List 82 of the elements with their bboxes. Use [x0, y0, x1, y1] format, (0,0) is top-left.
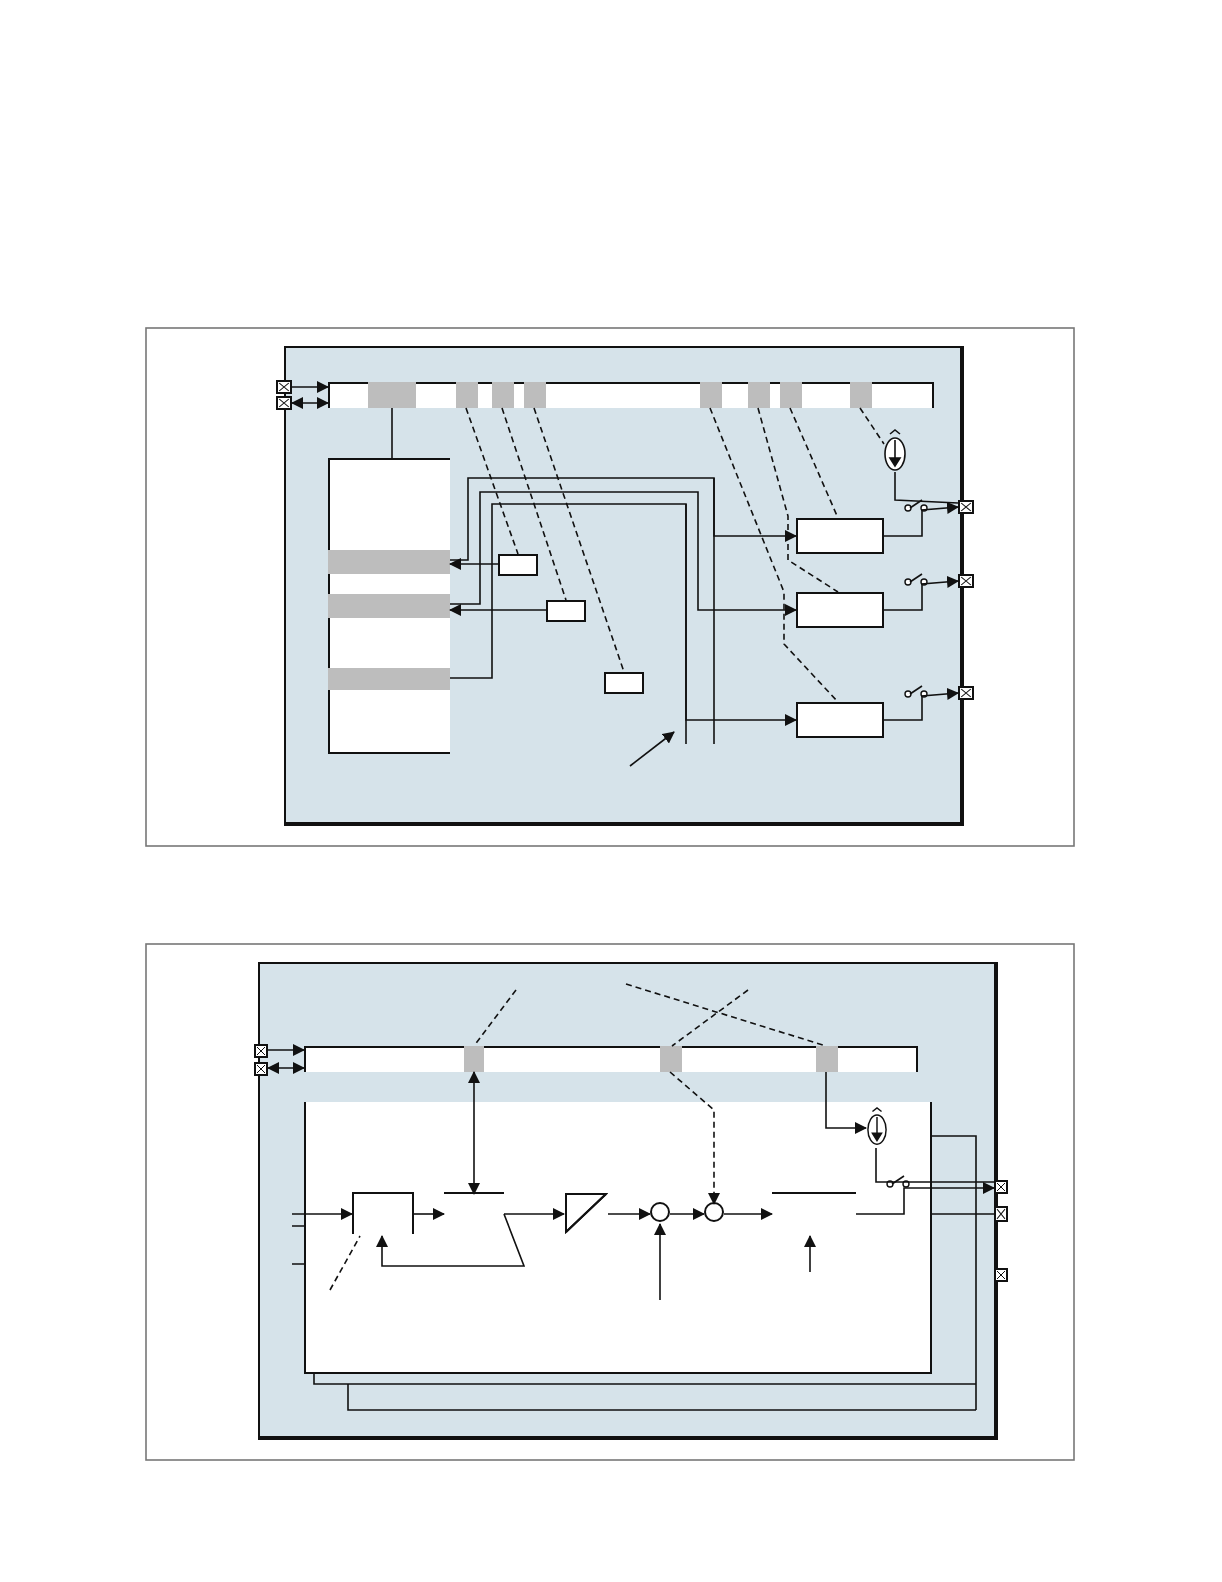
pin-terminal	[994, 1206, 1008, 1222]
register-bar	[328, 382, 934, 408]
arrow	[413, 1208, 445, 1220]
summing-junction	[704, 1202, 724, 1222]
double-arrow	[267, 1062, 305, 1074]
pin-terminal	[958, 500, 974, 514]
arrow	[669, 1071, 720, 1205]
buffer-symbol	[866, 1106, 888, 1146]
dashed-line	[465, 407, 519, 555]
buffer-symbol	[884, 428, 906, 472]
block-diagram-panel	[258, 962, 998, 1440]
connector-line	[391, 407, 393, 459]
arrow	[449, 491, 797, 616]
summing-junction	[650, 1202, 670, 1222]
dashed-line	[501, 407, 567, 601]
pin-terminal	[254, 1062, 268, 1076]
counter-block	[352, 1192, 414, 1234]
arrow	[449, 477, 797, 561]
arrow	[291, 1208, 353, 1220]
ramp-block	[564, 1192, 608, 1234]
register-field	[780, 382, 802, 408]
pin-terminal	[254, 1044, 268, 1058]
function-block	[796, 702, 884, 738]
dashed-line	[757, 407, 839, 593]
leader-line	[625, 983, 827, 1047]
arrow	[883, 687, 959, 721]
arrow	[449, 558, 499, 570]
register-bar	[304, 1046, 918, 1072]
register-field	[368, 382, 416, 408]
register-field	[748, 382, 770, 408]
dashed-line	[859, 407, 885, 445]
channel-block	[304, 1102, 932, 1374]
arrow	[723, 1208, 773, 1220]
register-field	[524, 382, 546, 408]
register-field	[700, 382, 722, 408]
register-field	[456, 382, 478, 408]
arrow	[376, 1213, 526, 1267]
memory-row	[328, 550, 450, 574]
memory-row	[328, 668, 450, 690]
function-block	[604, 672, 644, 694]
arrow	[291, 381, 329, 393]
block-diagram-panel	[284, 346, 964, 826]
connector-line	[931, 1213, 995, 1215]
pin-terminal	[958, 574, 974, 588]
leader-line	[329, 1235, 361, 1291]
arrow	[804, 1235, 816, 1273]
arrow	[267, 1044, 305, 1056]
arrow	[883, 575, 959, 611]
pin-terminal	[994, 1180, 1008, 1194]
arrow	[669, 1208, 705, 1220]
pin-terminal	[994, 1268, 1008, 1282]
register-field	[816, 1046, 838, 1072]
leader-line	[671, 989, 749, 1047]
arrow	[654, 1223, 666, 1301]
double-arrow	[468, 1071, 480, 1195]
register-field	[850, 382, 872, 408]
arrow	[449, 604, 547, 616]
register-field	[660, 1046, 682, 1072]
pin-terminal	[276, 396, 292, 410]
pin-terminal	[276, 380, 292, 394]
register-field	[464, 1046, 484, 1072]
connector-line	[875, 1147, 995, 1183]
dashed-line	[533, 407, 625, 673]
memory-row	[328, 594, 450, 618]
pin-terminal	[958, 686, 974, 700]
function-block	[546, 600, 586, 622]
connector-line	[894, 471, 959, 504]
arrow	[825, 1071, 867, 1134]
arrow	[883, 501, 959, 537]
arrow	[503, 1208, 565, 1220]
dashed-line	[789, 407, 839, 519]
arrow	[855, 1182, 995, 1215]
leader-line	[473, 989, 517, 1047]
double-arrow	[291, 397, 329, 409]
function-block	[796, 592, 884, 628]
function-block	[796, 518, 884, 554]
arrow	[449, 503, 797, 726]
dashed-line	[709, 407, 839, 703]
memory-block	[328, 458, 450, 754]
arrow	[607, 1208, 651, 1220]
register-field	[492, 382, 514, 408]
function-block	[498, 554, 538, 576]
